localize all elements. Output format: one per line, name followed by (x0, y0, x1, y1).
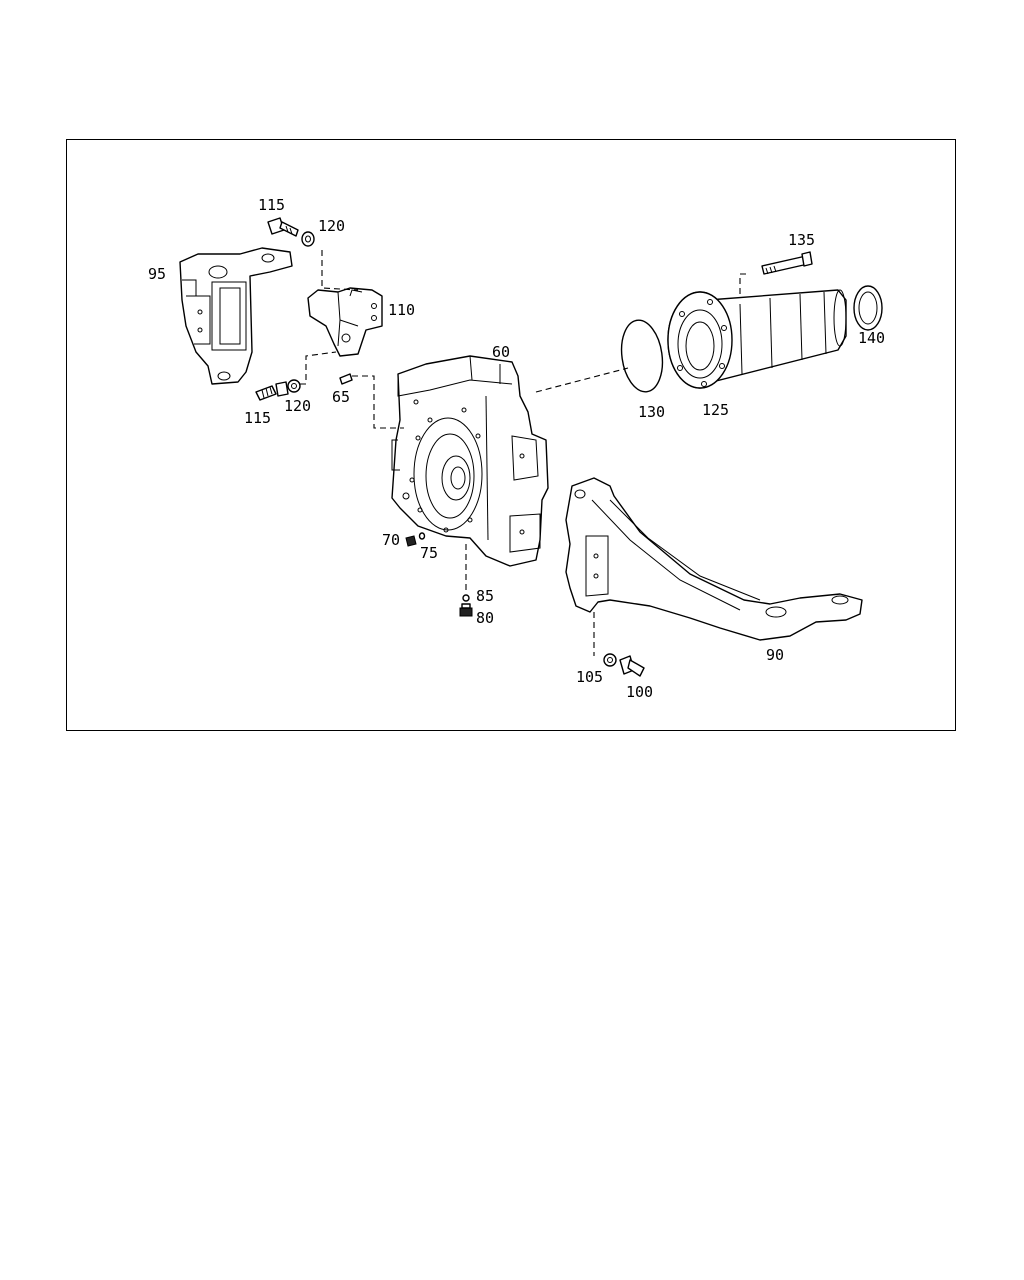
callout-100: 100 (626, 683, 653, 701)
callout-140: 140 (858, 329, 885, 347)
part-110-bracket (307, 287, 383, 357)
part-130-o-ring (620, 319, 664, 393)
callout-125: 125 (702, 401, 729, 419)
callout-120-bottom: 120 (284, 397, 311, 415)
callout-115-bottom: 115 (244, 409, 271, 427)
part-135-bolt (761, 251, 813, 275)
callout-115-top: 115 (258, 196, 285, 214)
part-80-plug (459, 603, 473, 617)
part-90-arm (565, 477, 863, 641)
callout-130: 130 (638, 403, 665, 421)
part-140-seal (853, 285, 883, 331)
part-120-washer-top (301, 231, 315, 247)
diagram-frame (66, 139, 956, 731)
part-85-ring (462, 594, 470, 602)
callout-labels: 115 120 95 110 115 120 65 60 135 140 130… (148, 196, 885, 701)
callout-120-top: 120 (318, 217, 345, 235)
part-65-plug (339, 373, 353, 385)
callout-75: 75 (420, 544, 438, 562)
part-100-bolt (619, 655, 645, 677)
callout-90: 90 (766, 646, 784, 664)
part-120-washer-bottom (287, 379, 301, 393)
callout-105: 105 (576, 668, 603, 686)
callout-110: 110 (388, 301, 415, 319)
part-105-washer (603, 653, 617, 667)
part-125-spindle (667, 289, 847, 389)
part-115-bolt-bottom (255, 381, 289, 401)
callout-80: 80 (476, 609, 494, 627)
callout-65: 65 (332, 388, 350, 406)
callout-60: 60 (492, 343, 510, 361)
callout-135: 135 (788, 231, 815, 249)
part-70-fitting (405, 535, 417, 547)
callout-95: 95 (148, 265, 166, 283)
callout-85: 85 (476, 587, 494, 605)
part-75-ring (418, 532, 426, 540)
part-115-bolt-top (267, 217, 299, 237)
part-95-knuckle-arm (179, 247, 293, 385)
part-60-housing (391, 355, 549, 567)
callout-70: 70 (382, 531, 400, 549)
leader-lines (300, 250, 746, 656)
